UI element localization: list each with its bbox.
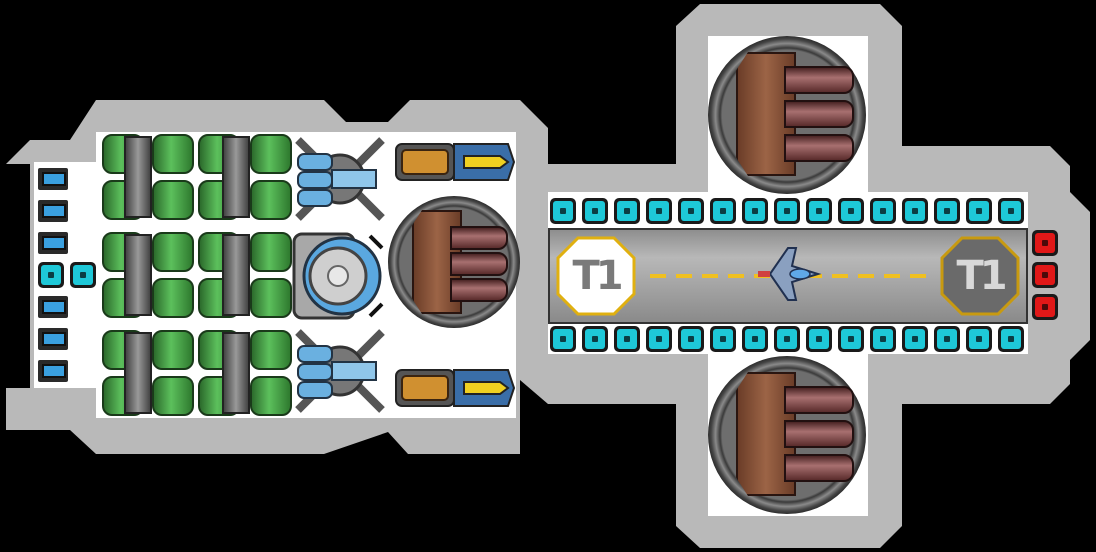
weapon-pod-icon[interactable] — [708, 356, 866, 514]
weapon-pod-icon[interactable] — [708, 36, 866, 194]
door-icon[interactable] — [934, 326, 960, 352]
fuel-tank-icon — [250, 232, 292, 272]
pipe-connector — [222, 136, 250, 218]
fighter-ship-icon[interactable] — [756, 244, 822, 302]
engine-cell — [38, 360, 68, 382]
red-door-icon[interactable] — [1032, 230, 1058, 256]
door-icon[interactable] — [710, 198, 736, 224]
door-icon[interactable] — [998, 198, 1024, 224]
door-icon[interactable] — [710, 326, 736, 352]
door-icon[interactable] — [966, 198, 992, 224]
pad-left-label: T1 — [572, 253, 623, 299]
pipe-connector — [222, 234, 250, 316]
fuel-tank-icon — [152, 376, 194, 416]
door-icon[interactable] — [646, 326, 672, 352]
door-icon[interactable] — [742, 198, 768, 224]
door-icon[interactable] — [902, 326, 928, 352]
door-icon[interactable] — [838, 326, 864, 352]
pipe-connector — [124, 332, 152, 414]
door-icon[interactable] — [806, 198, 832, 224]
fuel-tank-icon — [250, 330, 292, 370]
engine-cell — [38, 168, 68, 190]
landing-pad-left[interactable]: T1 — [556, 236, 636, 316]
landing-pad-right[interactable]: T1 — [940, 236, 1020, 316]
missile-launcher-icon — [395, 143, 516, 181]
door-icon[interactable] — [582, 198, 608, 224]
fuel-tank-icon — [250, 278, 292, 318]
fuel-tank-icon — [152, 180, 194, 220]
door-icon[interactable] — [998, 326, 1024, 352]
engine-cell — [38, 200, 68, 222]
engine-icon — [295, 329, 385, 413]
door-icon[interactable] — [966, 326, 992, 352]
door-icon[interactable] — [646, 198, 672, 224]
pipe-connector — [222, 332, 250, 414]
door-icon[interactable] — [934, 198, 960, 224]
door-icon[interactable] — [774, 198, 800, 224]
door-icon[interactable] — [806, 326, 832, 352]
door-icon[interactable] — [870, 198, 896, 224]
fuel-tank-icon — [152, 134, 194, 174]
door-icon[interactable] — [38, 262, 64, 288]
fuel-tank-icon — [152, 278, 194, 318]
engine-icon — [295, 137, 385, 221]
pipe-connector — [124, 136, 152, 218]
missile-launcher-icon — [395, 369, 516, 407]
pipe-connector — [124, 234, 152, 316]
fuel-tank-icon — [250, 180, 292, 220]
door-icon[interactable] — [70, 262, 96, 288]
pad-right-label: T1 — [956, 253, 1007, 299]
door-icon[interactable] — [870, 326, 896, 352]
weapon-pod-icon[interactable] — [388, 196, 520, 328]
fuel-tank-icon — [250, 134, 292, 174]
door-icon[interactable] — [582, 326, 608, 352]
engine-cell — [38, 296, 68, 318]
door-icon[interactable] — [838, 198, 864, 224]
door-icon[interactable] — [774, 326, 800, 352]
red-door-icon[interactable] — [1032, 262, 1058, 288]
fuel-tank-icon — [152, 232, 194, 272]
shield-generator-icon — [292, 232, 384, 320]
door-icon[interactable] — [902, 198, 928, 224]
door-icon[interactable] — [742, 326, 768, 352]
fuel-tank-icon — [152, 330, 194, 370]
door-icon[interactable] — [550, 198, 576, 224]
door-icon[interactable] — [614, 198, 640, 224]
door-icon[interactable] — [614, 326, 640, 352]
door-icon[interactable] — [678, 326, 704, 352]
engine-cell — [38, 328, 68, 350]
engine-cell — [38, 232, 68, 254]
red-door-icon[interactable] — [1032, 294, 1058, 320]
door-icon[interactable] — [678, 198, 704, 224]
door-icon[interactable] — [550, 326, 576, 352]
fuel-tank-icon — [250, 376, 292, 416]
